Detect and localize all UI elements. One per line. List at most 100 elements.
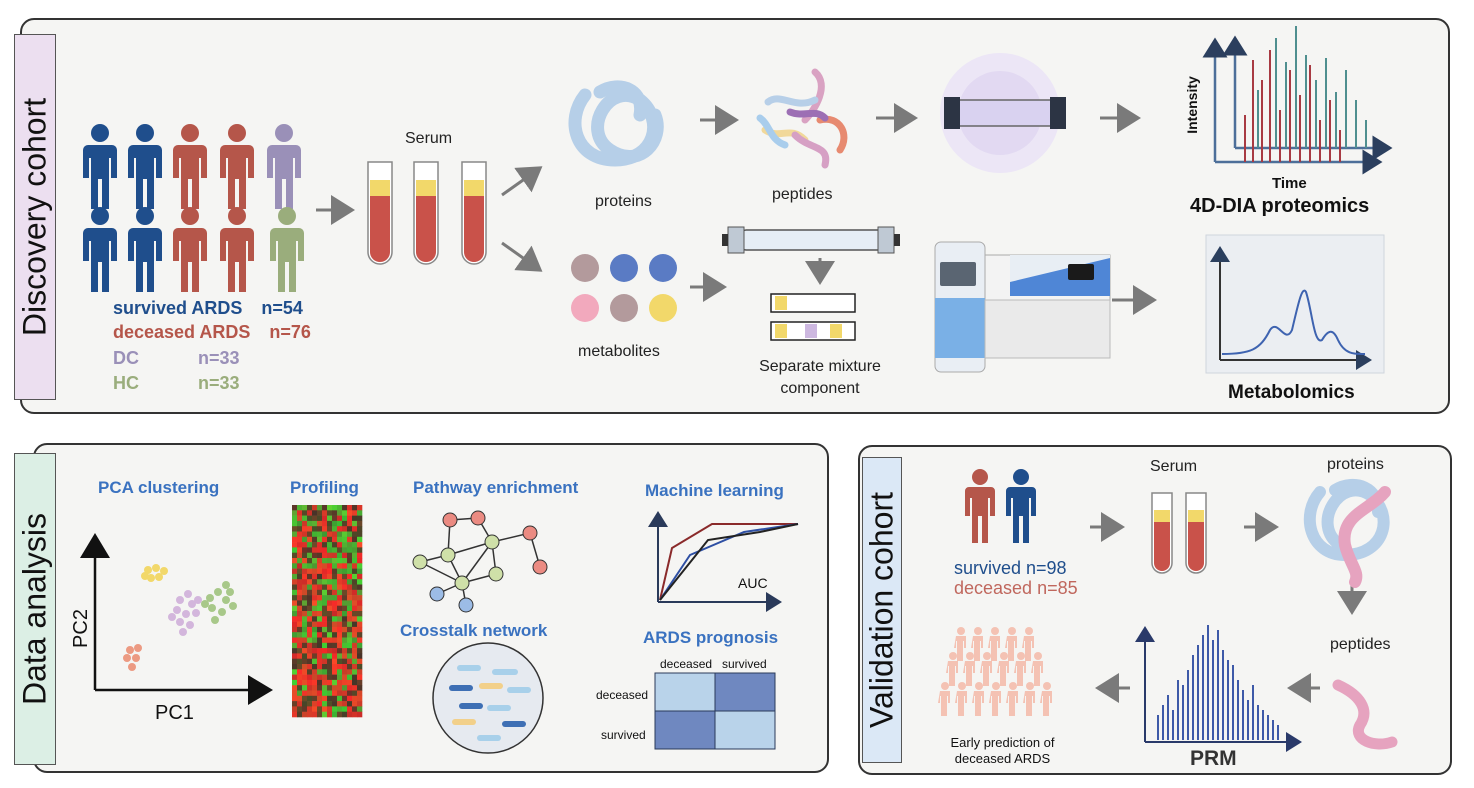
heatmap-cell <box>327 632 333 638</box>
crowd-person-icon <box>980 652 992 686</box>
heatmap-cell <box>302 637 308 644</box>
heatmap-cell <box>312 595 318 601</box>
heatmap-cell <box>302 542 308 548</box>
heatmap-cell <box>292 531 298 538</box>
heatmap-cell <box>327 520 333 527</box>
heatmap-cell <box>317 648 323 654</box>
heatmap-cell <box>302 611 308 617</box>
heatmap-cell <box>322 685 328 691</box>
heatmap-cell <box>307 679 313 686</box>
heatmap-cell <box>352 701 358 707</box>
heatmap-cell <box>352 669 358 675</box>
heatmap-cell <box>342 536 348 543</box>
heatmap-cell <box>352 605 358 612</box>
heatmap-cell <box>312 600 318 606</box>
heatmap-cell <box>357 664 363 670</box>
heatmap-cell <box>332 637 338 644</box>
heatmap-cell <box>307 637 313 644</box>
matrix-col-survived: survived <box>722 657 767 671</box>
heatmap-cell <box>327 669 333 675</box>
heatmap-cell <box>312 653 318 659</box>
heatmap-cell <box>297 706 303 712</box>
heatmap-cell <box>327 664 333 670</box>
heatmap-cell <box>327 558 333 564</box>
heatmap-cell <box>302 658 308 665</box>
heatmap-cell <box>322 611 328 617</box>
profiling-heatmap <box>292 505 363 718</box>
heatmap-cell <box>357 595 363 601</box>
heatmap-cell <box>327 584 333 591</box>
heatmap-cell <box>307 552 313 559</box>
pca-clustering-title: PCA clustering <box>98 478 220 497</box>
heatmap-cell <box>342 611 348 617</box>
heatmap-cell <box>357 616 363 622</box>
heatmap-cell <box>297 505 303 511</box>
group-survived-ards: survived ARDS n=54 <box>113 298 303 319</box>
time-axis-label: Time <box>1272 175 1307 192</box>
heatmap-cell <box>337 611 343 617</box>
heatmap-cell <box>307 505 313 511</box>
validation-peptides-label: peptides <box>1330 636 1391 653</box>
heatmap-cell <box>332 679 338 686</box>
heatmap-cell <box>352 595 358 601</box>
heatmap-cell <box>292 526 298 532</box>
heatmap-cell <box>312 669 318 675</box>
heatmap-cell <box>307 701 313 707</box>
heatmap-cell <box>312 616 318 622</box>
heatmap-cell <box>337 658 343 665</box>
heatmap-cell <box>352 685 358 691</box>
heatmap-cell <box>337 505 343 511</box>
heatmap-cell <box>297 664 303 670</box>
heatmap-cell <box>347 632 353 638</box>
heatmap-cell <box>327 526 333 532</box>
heatmap-cell <box>297 621 303 628</box>
heatmap-cell <box>357 515 363 522</box>
group-hc: HC n=33 <box>113 373 240 394</box>
heatmap-cell <box>347 669 353 675</box>
heatmap-cell <box>337 563 343 569</box>
heatmap-cell <box>342 626 348 633</box>
heatmap-cell <box>312 568 318 575</box>
heatmap-cell <box>312 648 318 654</box>
crowd-person-icon <box>938 682 950 716</box>
heatmap-cell <box>352 563 358 569</box>
heatmap-cell <box>297 626 303 633</box>
group-survived-n: n=54 <box>261 298 303 318</box>
heatmap-cell <box>307 600 313 606</box>
heatmap-cell <box>307 573 313 580</box>
heatmap-cell <box>312 674 318 681</box>
heatmap-cell <box>332 685 338 691</box>
heatmap-cell <box>302 558 308 564</box>
heatmap-cell <box>292 669 298 675</box>
mass-spectrometer-icon <box>934 241 1111 373</box>
heatmap-cell <box>297 637 303 644</box>
heatmap-cell <box>357 653 363 659</box>
heatmap-cell <box>307 526 313 532</box>
crowd-person-icon <box>1014 652 1026 686</box>
heatmap-cell <box>302 584 308 591</box>
heatmap-cell <box>302 669 308 675</box>
heatmap-cell <box>297 653 303 659</box>
heatmap-cell <box>332 600 338 606</box>
heatmap-cell <box>302 711 308 718</box>
heatmap-cell <box>327 595 333 601</box>
heatmap-cell <box>297 526 303 532</box>
heatmap-cell <box>337 621 343 628</box>
heatmap-cell <box>307 674 313 681</box>
heatmap-cell <box>307 626 313 633</box>
heatmap-cell <box>337 648 343 654</box>
heatmap-cell <box>302 626 308 633</box>
heatmap-cell <box>342 505 348 511</box>
heatmap-cell <box>352 505 358 511</box>
validation-person-deceased-icon <box>965 469 995 543</box>
heatmap-cell <box>292 589 298 596</box>
metabolite-dots-icon <box>571 254 677 322</box>
early-prediction-line1: Early prediction of <box>950 735 1055 750</box>
heatmap-cell <box>347 531 353 538</box>
heatmap-cell <box>322 690 328 697</box>
crowd-person-icon <box>955 682 967 716</box>
heatmap-cell <box>312 542 318 548</box>
heatmap-cell <box>297 679 303 686</box>
heatmap-cell <box>297 701 303 707</box>
heatmap-cell <box>302 674 308 681</box>
